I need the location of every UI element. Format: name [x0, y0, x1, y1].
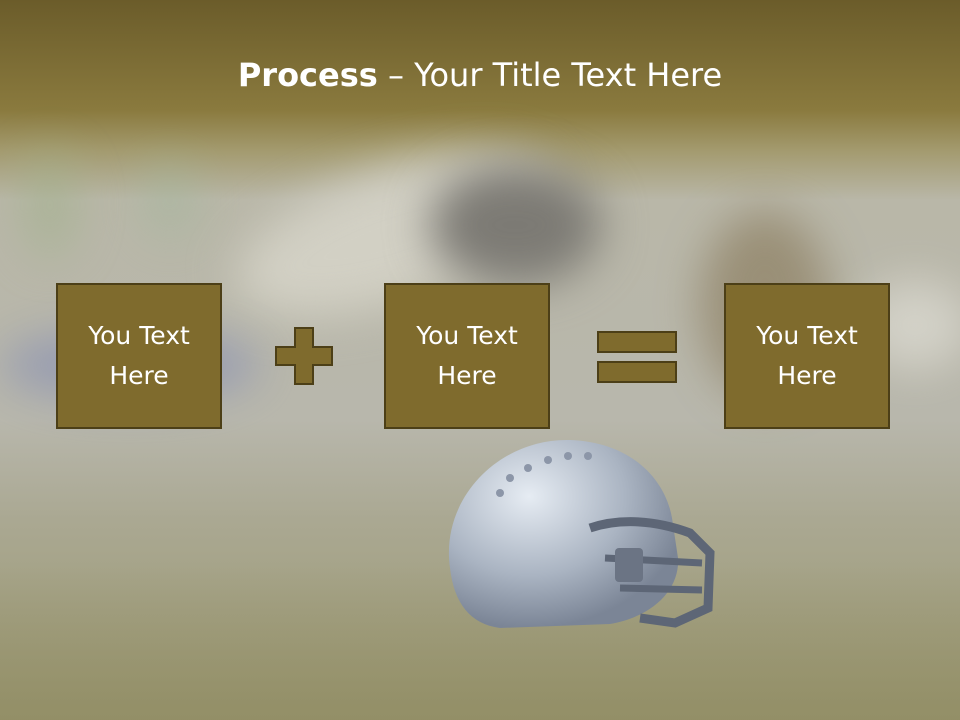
equals-icon — [597, 331, 677, 383]
process-box-2[interactable]: You Text Here — [384, 283, 550, 429]
blurred-player-jersey — [430, 165, 600, 285]
process-box-text: You Text Here — [88, 321, 190, 390]
blurred-green-banner — [140, 160, 200, 240]
slide-title: Process – Your Title Text Here — [0, 50, 960, 100]
process-box-1[interactable]: You Text Here — [56, 283, 222, 429]
process-box-text: You Text Here — [416, 321, 518, 390]
process-box-3[interactable]: You Text Here — [724, 283, 890, 429]
title-rest: – Your Title Text Here — [377, 56, 723, 94]
football-helmet-icon — [448, 439, 715, 628]
title-bold: Process — [237, 56, 378, 94]
blurred-green-banner — [20, 150, 80, 260]
process-box-text: You Text Here — [756, 321, 858, 390]
plus-icon — [275, 327, 333, 385]
